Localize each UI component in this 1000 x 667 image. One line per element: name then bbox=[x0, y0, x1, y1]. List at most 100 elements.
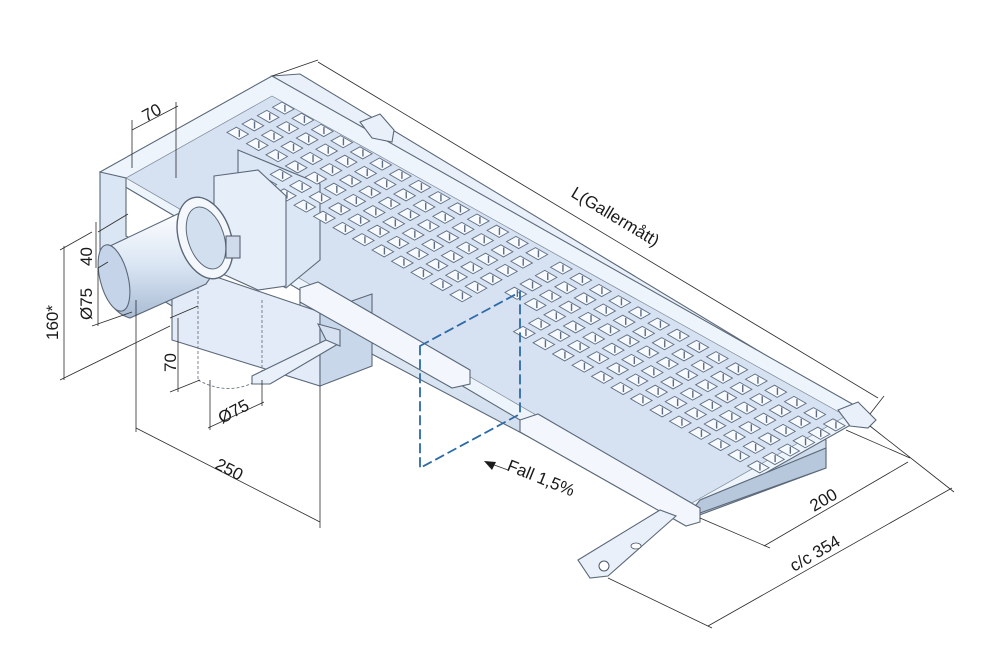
grate-cell bbox=[358, 185, 382, 199]
grate-cell bbox=[362, 205, 386, 219]
grate-cell bbox=[761, 451, 786, 466]
grate-cell bbox=[319, 163, 343, 177]
pipe-collar-inner bbox=[185, 206, 227, 270]
end-tab-top bbox=[359, 113, 395, 143]
grate-cell bbox=[504, 286, 528, 300]
grate-cell bbox=[549, 261, 574, 275]
grate-cell bbox=[597, 323, 621, 337]
grate-cell bbox=[304, 171, 328, 185]
grate-cell bbox=[338, 174, 363, 188]
grate-cell bbox=[538, 289, 563, 303]
dimension-height-total: 160* bbox=[43, 231, 171, 381]
grate-cell bbox=[571, 359, 595, 373]
grate-cell bbox=[512, 325, 537, 340]
grate-right-section bbox=[504, 261, 847, 474]
grate-cell bbox=[464, 280, 488, 294]
grate-cell bbox=[605, 362, 630, 376]
mounting-bracket-right bbox=[577, 509, 678, 579]
end-tab-right bbox=[837, 401, 877, 429]
grate-cell bbox=[772, 423, 797, 438]
grate-cell bbox=[265, 149, 289, 163]
grate-cell bbox=[709, 370, 734, 384]
dimension-depth-70: 70 bbox=[161, 305, 201, 393]
grate-cell bbox=[742, 440, 766, 454]
grate-cell bbox=[664, 395, 688, 410]
grate-cell bbox=[427, 191, 452, 205]
grate-cell bbox=[479, 272, 503, 286]
grate-cell bbox=[527, 317, 552, 331]
grate-cell bbox=[649, 404, 673, 418]
grate-cell bbox=[707, 437, 732, 452]
grate-cell bbox=[690, 359, 714, 373]
grate-cell bbox=[573, 292, 597, 306]
grate-cell bbox=[505, 235, 530, 250]
pipe-outlet bbox=[97, 169, 287, 319]
grate-cell bbox=[746, 460, 771, 474]
grate-cell bbox=[675, 367, 699, 382]
dim-width-250-label: 250 bbox=[212, 455, 246, 485]
grate-cell bbox=[727, 449, 751, 463]
grate-cell bbox=[582, 331, 606, 345]
grate-cell bbox=[429, 277, 454, 292]
grate-cell bbox=[451, 221, 475, 236]
grate-cell bbox=[312, 210, 337, 224]
mounting-bracket-left bbox=[251, 323, 341, 385]
grate-cell bbox=[293, 199, 317, 213]
grate-cell bbox=[256, 109, 280, 124]
grate-cell bbox=[679, 387, 703, 401]
grate-cell bbox=[334, 154, 358, 168]
grate-cell bbox=[299, 151, 324, 166]
grate-cell bbox=[353, 165, 378, 180]
grate-cell bbox=[397, 207, 421, 222]
grate-cell bbox=[523, 297, 547, 312]
grate-cell bbox=[447, 202, 471, 216]
dimension-height-40: 40 bbox=[77, 213, 129, 269]
grate-cell bbox=[366, 224, 391, 238]
grate-cell bbox=[807, 426, 831, 440]
grate-cell bbox=[757, 432, 781, 446]
grate-cell bbox=[271, 101, 296, 115]
grate-cell bbox=[592, 303, 617, 317]
grate-cell bbox=[655, 356, 680, 370]
grate-cell bbox=[291, 112, 315, 126]
grate-cell bbox=[486, 224, 510, 238]
grate-cell bbox=[260, 129, 285, 143]
grate-cell bbox=[686, 339, 710, 354]
grate-cell bbox=[275, 121, 300, 135]
grate-front-lips bbox=[299, 281, 701, 527]
grate-cell bbox=[466, 213, 491, 227]
grate-cell bbox=[792, 435, 816, 449]
grate-cell bbox=[421, 238, 445, 252]
dim-grate-width-label: 200 bbox=[807, 485, 841, 516]
slope-arrow bbox=[484, 461, 509, 471]
grate-cell bbox=[288, 179, 313, 194]
grate-cell bbox=[631, 325, 656, 340]
grate-cell bbox=[410, 266, 434, 280]
grate-cell bbox=[777, 443, 801, 457]
grate-cell bbox=[245, 137, 269, 152]
pipe-opening bbox=[97, 244, 131, 312]
grate-cell bbox=[314, 143, 339, 157]
grate-cell bbox=[612, 314, 636, 328]
grate-cell bbox=[722, 429, 747, 443]
grate-cell bbox=[640, 365, 664, 379]
grate-cell bbox=[330, 135, 354, 149]
grate-cell bbox=[683, 407, 708, 421]
grate-cell bbox=[401, 227, 425, 241]
grate-cell bbox=[753, 412, 777, 426]
grate-cell bbox=[386, 235, 410, 250]
grate-cell bbox=[241, 118, 265, 132]
grate-cell bbox=[327, 202, 352, 216]
grate-cell bbox=[668, 415, 693, 429]
grate-cell bbox=[284, 160, 308, 174]
grate-cell bbox=[566, 339, 591, 354]
grate-cell bbox=[332, 221, 356, 236]
grate-left-section bbox=[226, 101, 549, 303]
grate-cell bbox=[636, 345, 660, 359]
grate-cell bbox=[295, 132, 319, 146]
grate-cell bbox=[586, 351, 610, 365]
grate-cell bbox=[787, 415, 812, 429]
grate-cell bbox=[226, 126, 250, 140]
grate-cell bbox=[651, 337, 675, 351]
grate-cell bbox=[610, 381, 634, 396]
